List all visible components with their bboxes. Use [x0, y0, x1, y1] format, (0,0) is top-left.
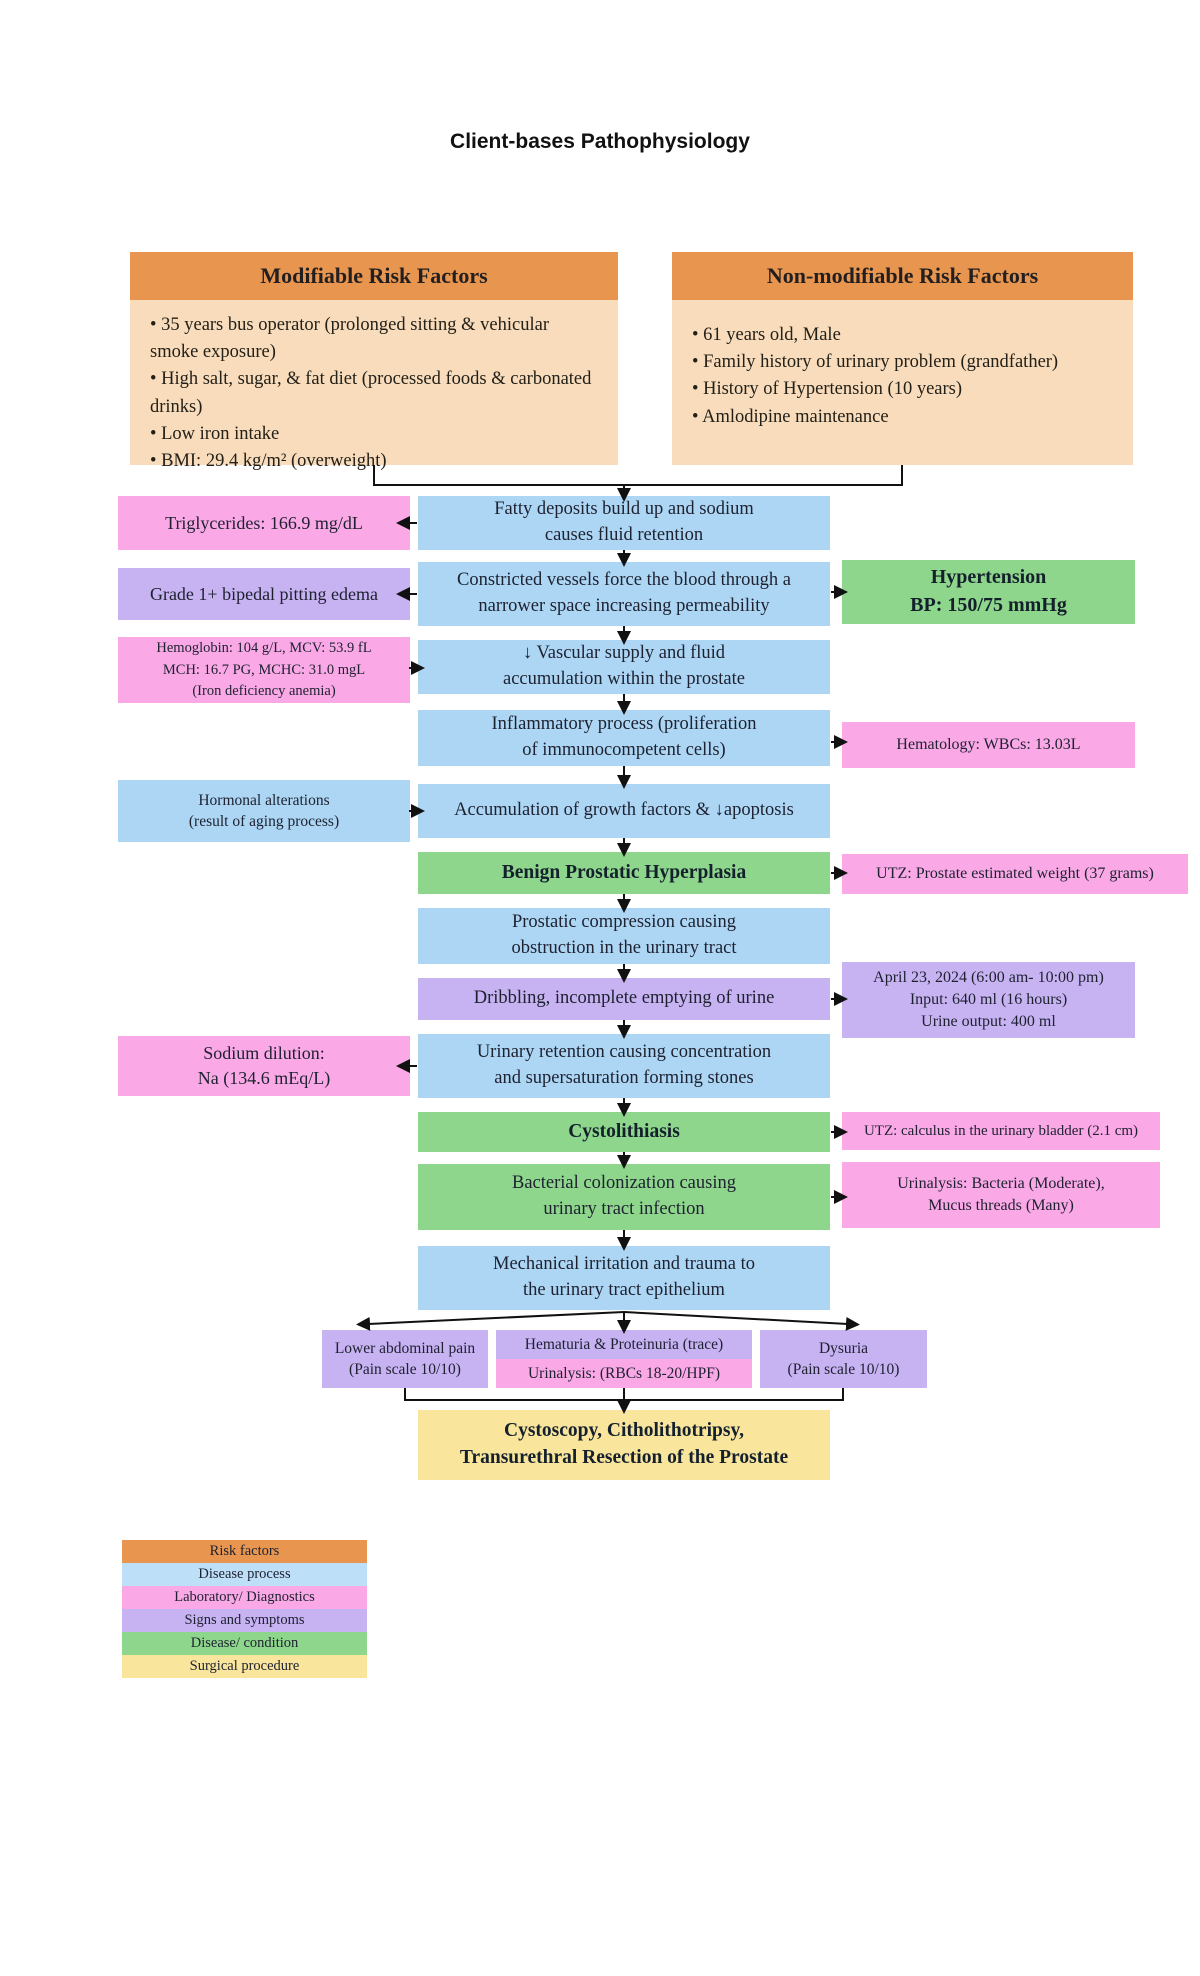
page-title: Client-bases Pathophysiology [450, 130, 750, 153]
flow-box-prostatic-compression: Prostatic compression causing obstructio… [418, 908, 830, 964]
legend-row-disease-process: Disease process [122, 1563, 367, 1586]
flow-box-constricted-vessels: Constricted vessels force the blood thro… [418, 562, 830, 626]
note-lower-abdominal-pain: Lower abdominal pain (Pain scale 10/10) [322, 1330, 488, 1388]
note-urinalysis-rbc: Urinalysis: (RBCs 18-20/HPF) [496, 1359, 752, 1388]
non-modifiable-risk-header: Non-modifiable Risk Factors [672, 252, 1133, 300]
note-sodium-dilution: Sodium dilution: Na (134.6 mEq/L) [118, 1036, 410, 1096]
legend-row-signs-symptoms: Signs and symptoms [122, 1609, 367, 1632]
note-hemoglobin: Hemoglobin: 104 g/L, MCV: 53.9 fL MCH: 1… [118, 637, 410, 703]
note-hematuria-proteinuria: Hematuria & Proteinuria (trace) [496, 1330, 752, 1359]
flow-box-cystolithiasis: Cystolithiasis [418, 1112, 830, 1152]
modifiable-risk-item: • BMI: 29.4 kg/m² (overweight) [150, 450, 387, 471]
flow-box-vascular-supply: ↓ Vascular supply and fluid accumulation… [418, 640, 830, 694]
modifiable-risk-item: • 35 years bus operator (prolonged sitti… [150, 315, 549, 363]
flow-box-dribbling: Dribbling, incomplete emptying of urine [418, 978, 830, 1020]
legend-row-disease-condition: Disease/ condition [122, 1632, 367, 1655]
note-intake-output: April 23, 2024 (6:00 am- 10:00 pm) Input… [842, 962, 1135, 1038]
non-modifiable-risk-item: • History of Hypertension (10 years) [692, 379, 963, 400]
legend-row-risk-factors: Risk factors [122, 1540, 367, 1563]
non-modifiable-risk-item: • Family history of urinary problem (gra… [692, 352, 1059, 373]
note-dysuria: Dysuria (Pain scale 10/10) [760, 1330, 927, 1388]
modifiable-risk-item: • High salt, sugar, & fat diet (processe… [150, 369, 592, 417]
note-hormonal-alterations: Hormonal alterations (result of aging pr… [118, 780, 410, 842]
flow-box-inflammatory-process: Inflammatory process (proliferation of i… [418, 710, 830, 766]
symptoms-bracket-line [404, 1388, 844, 1401]
flow-box-bacterial-colonization: Bacterial colonization causing urinary t… [418, 1164, 830, 1230]
flow-box-benign-prostatic-hyperplasia: Benign Prostatic Hyperplasia [418, 852, 830, 894]
note-utz-prostate: UTZ: Prostate estimated weight (37 grams… [842, 854, 1188, 894]
note-pitting-edema: Grade 1+ bipedal pitting edema [118, 568, 410, 620]
note-hypertension: Hypertension BP: 150/75 mmHg [842, 560, 1135, 624]
non-modifiable-risk-item: • 61 years old, Male [692, 325, 841, 345]
note-utz-calculus: UTZ: calculus in the urinary bladder (2.… [842, 1112, 1160, 1150]
legend-row-laboratory-diagnostics: Laboratory/ Diagnostics [122, 1586, 367, 1609]
modifiable-risk-item: • Low iron intake [150, 423, 280, 444]
note-hematology-wbc: Hematology: WBCs: 13.03L [842, 722, 1135, 768]
non-modifiable-risk-body: • 61 years old, Male • Family history of… [672, 300, 1133, 465]
modifiable-risk-body: • 35 years bus operator (prolonged sitti… [130, 300, 618, 471]
legend-row-surgical-procedure: Surgical procedure [122, 1655, 367, 1678]
flow-box-growth-factors: Accumulation of growth factors & ↓apopto… [418, 784, 830, 838]
note-triglycerides: Triglycerides: 166.9 mg/dL [118, 496, 410, 550]
flow-box-urinary-retention: Urinary retention causing concentration … [418, 1034, 830, 1098]
surgery-box: Cystoscopy, Citholithotripsy, Transureth… [418, 1410, 830, 1480]
note-urinalysis-bacteria: Urinalysis: Bacteria (Moderate), Mucus t… [842, 1162, 1160, 1228]
non-modifiable-risk-item: • Amlodipine maintenance [692, 406, 889, 427]
flow-box-mechanical-irritation: Mechanical irritation and trauma to the … [418, 1246, 830, 1310]
modifiable-risk-header: Modifiable Risk Factors [130, 252, 618, 300]
flow-box-fatty-deposits: Fatty deposits build up and sodium cause… [418, 496, 830, 550]
